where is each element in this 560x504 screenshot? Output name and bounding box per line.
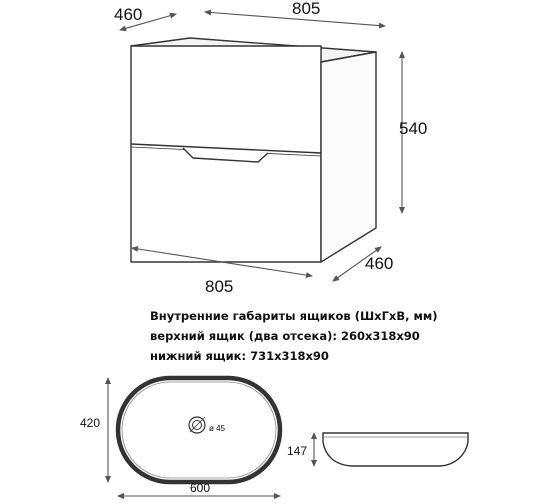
label-basin-height: 147 [287,444,307,458]
cabinet-side [320,51,377,263]
dim-line-top-depth [119,12,177,32]
label-basin-width: 600 [190,481,210,495]
dim-line-top-width [204,9,386,29]
basin-dimension-lines [105,377,317,499]
label-bottom-width: 805 [205,277,233,296]
label-drain-diameter: ø 45 [209,424,226,433]
drawer-divider [130,143,322,154]
basin-side-profile [322,432,469,467]
label-bottom-depth: 460 [365,254,393,273]
basin-top-view [115,375,283,485]
label-height: 540 [399,119,427,138]
spec-heading: Внутренние габариты ящиков (ШхГхВ, мм) [150,309,438,323]
label-top-width: 805 [292,0,320,18]
basin-outer-rim [115,375,283,485]
basin-inner-bowl [121,381,277,479]
cabinet-dimension-lines [119,9,405,282]
dim-line-bottom-depth [332,246,382,282]
spec-bottom-drawer: нижний ящик: 731х318х90 [150,349,329,363]
label-top-depth: 460 [114,5,142,24]
spec-top-drawer: верхний ящик (два отсека): 260х318х90 [150,329,420,343]
label-basin-depth: 420 [80,416,100,430]
basin-profile-outline [322,432,469,467]
drain-hole [188,416,206,434]
cabinet-drawing [130,37,377,263]
drawer-dimensions-note: Внутренние габариты ящиков (ШхГхВ, мм) в… [150,306,438,366]
dim-line-bottom-width [131,245,313,279]
drawer-handle [182,147,269,163]
